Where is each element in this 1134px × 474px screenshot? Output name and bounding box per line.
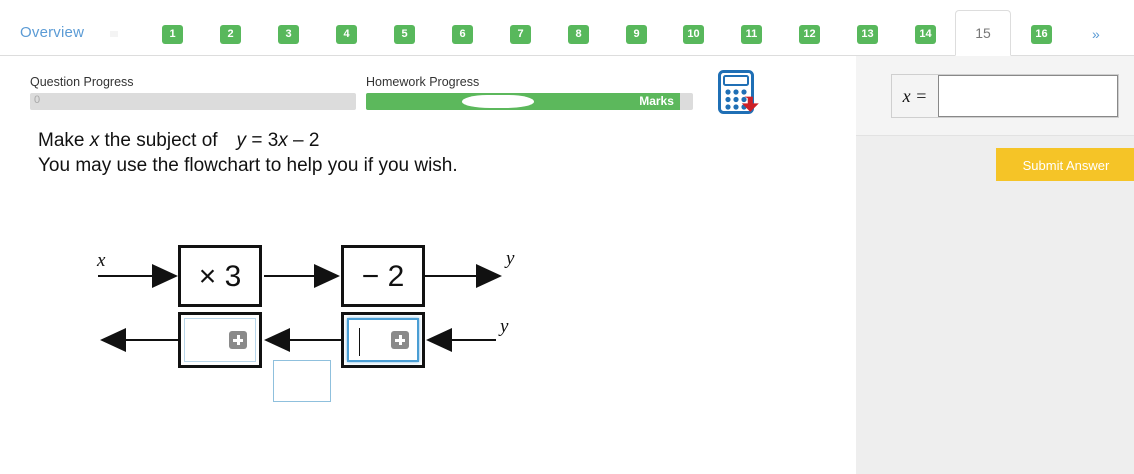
flowchart-output-label: y [506,248,515,269]
question-progress-bar: 0 [30,93,356,110]
math-editor-popup-panel[interactable] [273,360,331,402]
answer-panel: x = Submit Answer [855,56,1134,474]
q-text-c: = 3 [246,130,279,151]
tab-question-7[interactable]: 7 [510,25,531,44]
flowchart-answer-input-1[interactable] [178,312,262,368]
answer-input-container: x = [856,56,1134,136]
calculator-icon[interactable] [718,70,762,116]
q-var-x2: x [278,130,288,151]
flowchart-answer-input-2[interactable] [341,312,425,368]
q-text-b: the subject of [99,130,237,151]
tab-question-10[interactable]: 10 [683,25,704,44]
answer-label: x = [902,85,928,106]
flowchart-input-label: x [97,250,106,271]
tab-separator [110,31,118,37]
tab-question-8[interactable]: 8 [568,25,589,44]
tab-question-14[interactable]: 14 [915,25,936,44]
q-var-x: x [89,130,100,151]
q-text-d: – 2 [287,130,320,151]
plus-icon[interactable] [229,331,247,349]
tab-question-9[interactable]: 9 [626,25,647,44]
q-var-y: y [236,130,247,151]
flowchart-answer-input-2-field[interactable] [347,318,419,362]
flowchart-diagram: x y y × 3 − 2 [0,0,600,420]
tab-next-page[interactable]: » [1092,26,1100,42]
question-progress-value: 0 [34,94,41,106]
answer-input[interactable] [938,75,1118,117]
q-text-a: Make [38,130,90,151]
homework-progress-value: Marks [639,94,674,108]
question-statement-line1: Make x the subject of y = 3x – 2 [38,130,319,152]
tab-question-5[interactable]: 5 [394,25,415,44]
plus-icon[interactable] [391,331,409,349]
tab-question-15-active[interactable]: 15 [955,10,1011,56]
tab-question-12[interactable]: 12 [799,25,820,44]
flowchart-op-box-1: × 3 [178,245,262,307]
tab-overview[interactable]: Overview [20,24,85,41]
tab-question-11[interactable]: 11 [741,25,762,44]
redaction-mark [462,95,534,108]
question-tab-bar: Overview 1 2 3 4 5 6 7 8 9 10 11 12 13 1… [0,0,1134,56]
text-cursor [359,328,360,356]
tab-question-4[interactable]: 4 [336,25,357,44]
tab-question-3[interactable]: 3 [278,25,299,44]
homework-progress-label: Homework Progress [366,75,480,89]
tab-question-2[interactable]: 2 [220,25,241,44]
question-statement-line2: You may use the flowchart to help you if… [38,155,458,176]
flowchart-answer-input-1-field[interactable] [184,318,256,362]
answer-row: x = [891,74,1119,118]
tab-question-16[interactable]: 16 [1031,25,1052,44]
tab-question-1[interactable]: 1 [162,25,183,44]
tab-question-6[interactable]: 6 [452,25,473,44]
tab-question-13[interactable]: 13 [857,25,878,44]
homework-progress-bar: Marks [366,93,693,110]
submit-answer-button[interactable]: Submit Answer [996,148,1134,181]
flowchart-op-box-2: − 2 [341,245,425,307]
homework-progress-fill: Marks [366,93,680,110]
flowchart-reverse-input-label: y [500,316,509,337]
question-progress-label: Question Progress [30,75,134,89]
